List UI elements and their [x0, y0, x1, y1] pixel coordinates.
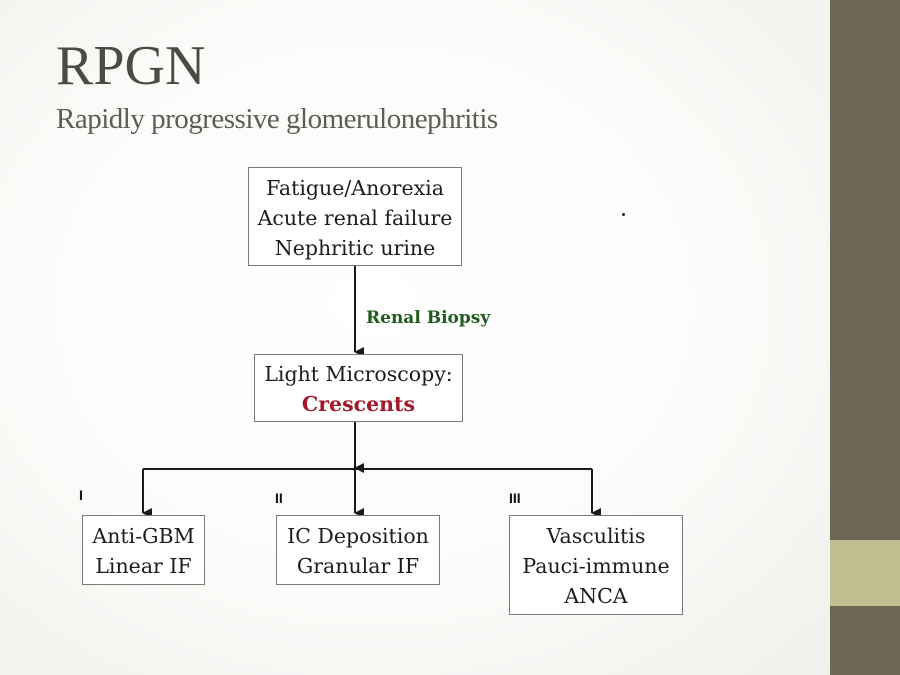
type-3-numeral: III: [509, 490, 521, 506]
slide-title: RPGN: [56, 35, 206, 97]
slide-subtitle: Rapidly progressive glomerulonephritis: [56, 103, 498, 135]
type-2-line: Granular IF: [296, 554, 420, 578]
type-2-numeral: II: [275, 490, 283, 506]
crescents-label: Crescents: [301, 392, 416, 416]
type-3-box: Vasculitis Pauci-immune ANCA: [509, 515, 683, 615]
symptoms-line: Fatigue/Anorexia: [266, 176, 444, 200]
type-1-box: Anti-GBM Linear IF: [82, 515, 205, 585]
microscopy-label: Light Microscopy:: [264, 362, 453, 386]
type-3-line: Vasculitis: [546, 524, 646, 548]
type-1-numeral: I: [79, 487, 83, 503]
slide-canvas: RPGN Rapidly progressive glomerulonephri…: [0, 0, 830, 675]
symptoms-line: Nephritic urine: [274, 236, 436, 260]
stray-dot: [622, 213, 625, 216]
type-3-line: Pauci-immune: [522, 554, 670, 578]
type-3-line: ANCA: [564, 584, 628, 608]
type-2-box: IC Deposition Granular IF: [276, 515, 440, 585]
renal-biopsy-label: Renal Biopsy: [366, 308, 491, 328]
symptoms-box: Fatigue/Anorexia Acute renal failure Nep…: [248, 167, 462, 266]
type-1-line: Linear IF: [95, 554, 192, 578]
light-microscopy-box: Light Microscopy: Crescents: [254, 354, 463, 422]
type-1-line: Anti-GBM: [92, 524, 195, 548]
sidebar-accent-block: [830, 540, 900, 606]
decorative-sidebar: [830, 0, 900, 675]
symptoms-line: Acute renal failure: [257, 206, 453, 230]
type-2-line: IC Deposition: [287, 524, 429, 548]
flowchart-connectors: [142, 266, 601, 518]
